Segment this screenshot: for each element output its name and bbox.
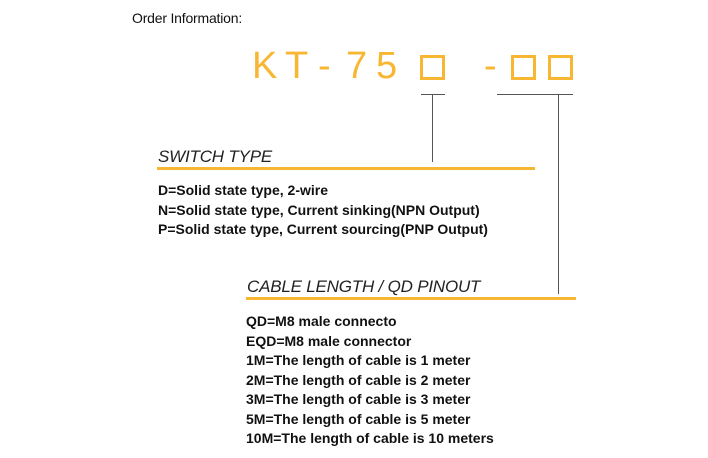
cable-length-rule bbox=[246, 297, 576, 300]
switch-type-option-n: N=Solid state type, Current sinking(NPN … bbox=[158, 201, 480, 218]
switch-type-code-box bbox=[420, 55, 445, 80]
cable-option-10m: 10M=The length of cable is 10 meters bbox=[246, 430, 494, 446]
cable-code-box-2 bbox=[548, 55, 573, 80]
switch-type-option-p: P=Solid state type, Current sourcing(PNP… bbox=[158, 221, 488, 237]
cable-option-5m: 5M=The length of cable is 5 meter bbox=[246, 410, 471, 427]
cable-option-eqd: EQD=M8 male connector bbox=[246, 332, 412, 349]
model-char-dash-2: - bbox=[484, 45, 497, 87]
switch-type-options: D=Solid state type, 2-wire N=Solid state… bbox=[158, 181, 488, 240]
heading-label: Order Information bbox=[132, 10, 239, 26]
switch-type-leader-line bbox=[432, 94, 433, 162]
cable-length-options: QD=M8 male connecto EQD=M8 male connecto… bbox=[246, 312, 494, 449]
model-char-5: 5 bbox=[376, 45, 398, 87]
switch-type-option-d: D=Solid state type, 2-wire bbox=[158, 182, 328, 198]
cable-code-box-1 bbox=[511, 55, 536, 80]
model-char-dash-1: - bbox=[318, 45, 331, 87]
cable-option-1m: 1M=The length of cable is 1 meter bbox=[246, 352, 471, 368]
cable-option-qd: QD=M8 male connecto bbox=[246, 313, 397, 329]
cable-leader-line bbox=[558, 94, 559, 294]
heading-colon: : bbox=[238, 10, 243, 26]
order-information-heading: Order Information: bbox=[132, 10, 242, 26]
cable-option-3m: 3M=The length of cable is 3 meter bbox=[246, 391, 471, 407]
model-char-7: 7 bbox=[346, 45, 368, 87]
switch-type-leader-bracket bbox=[421, 94, 445, 95]
switch-type-rule bbox=[157, 167, 535, 170]
switch-type-title: SWITCH TYPE bbox=[158, 147, 272, 166]
model-char-k: K bbox=[252, 45, 278, 87]
model-char-t: T bbox=[285, 45, 309, 87]
model-code: K T - 7 5 - bbox=[0, 44, 708, 88]
cable-leader-bracket bbox=[497, 94, 573, 95]
cable-length-title: CABLE LENGTH / QD PINOUT bbox=[247, 277, 481, 296]
cable-option-2m: 2M=The length of cable is 2 meter bbox=[246, 371, 471, 388]
